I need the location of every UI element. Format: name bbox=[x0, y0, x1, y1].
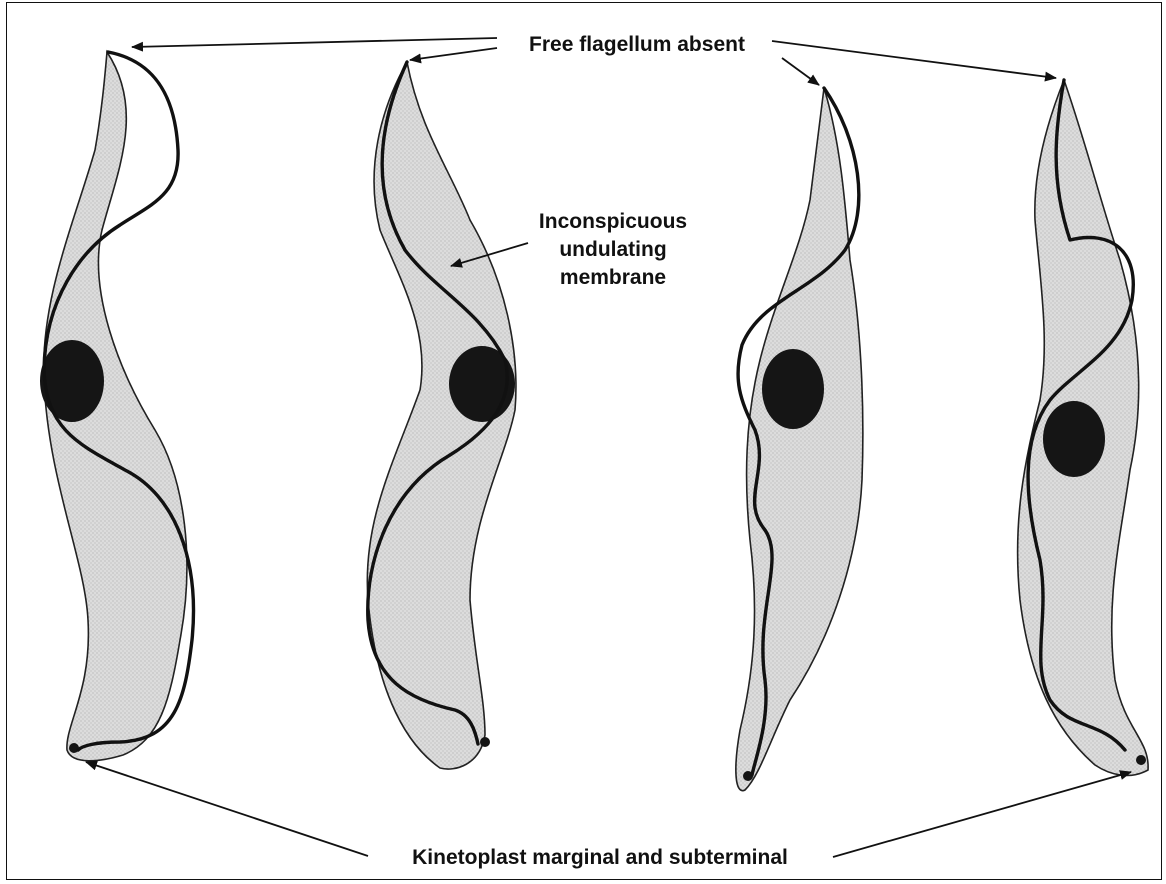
trypanosome-cell-1 bbox=[40, 52, 193, 761]
trypanosome-cell-2 bbox=[367, 62, 516, 769]
nucleus bbox=[40, 340, 104, 422]
kinetoplast bbox=[1136, 755, 1146, 765]
label-inconspicuous: Inconspicuous bbox=[539, 210, 687, 233]
nucleus bbox=[1043, 401, 1105, 477]
label-undulating: undulating bbox=[559, 238, 666, 261]
label-kinetoplast: Kinetoplast marginal and subterminal bbox=[412, 846, 788, 869]
trypanosome-cell-3 bbox=[736, 88, 863, 791]
bottom-label-arrows bbox=[86, 762, 1131, 857]
kinetoplast bbox=[480, 737, 490, 747]
nucleus bbox=[762, 349, 824, 429]
label-free-flagellum-absent: Free flagellum absent bbox=[529, 33, 745, 56]
trypanosome-cell-4 bbox=[1018, 80, 1149, 775]
label-membrane: membrane bbox=[560, 266, 666, 289]
